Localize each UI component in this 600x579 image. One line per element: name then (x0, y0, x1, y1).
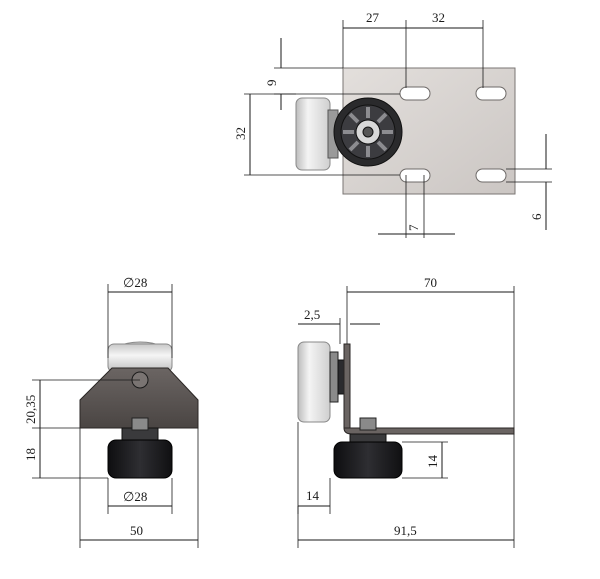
top-view: 27 32 9 32 7 6 (233, 10, 552, 238)
dim-91-5-label: 91,5 (394, 523, 417, 538)
dim-d28-bottom-label: ∅28 (123, 489, 147, 504)
plate-edge-vertical (343, 343, 351, 429)
wheel-nut (131, 417, 149, 431)
dim-14-right-label: 14 (425, 455, 440, 469)
dim-27-label: 27 (366, 10, 380, 25)
plate-slot (399, 86, 431, 101)
dim-14-bottom-label: 14 (306, 488, 320, 503)
plate-slot (475, 168, 507, 183)
roller-top (295, 97, 331, 171)
roller-side (297, 341, 331, 423)
front-view: ∅28 20,35 18 ∅28 50 (23, 275, 199, 548)
plate-slot (399, 168, 431, 183)
side-view: 70 2,5 14 14 91,5 (297, 275, 515, 548)
wheel-side (333, 441, 403, 479)
wheel-front (107, 439, 173, 479)
dim-32-top-label: 32 (432, 10, 445, 25)
dim-7-label: 7 (406, 224, 421, 231)
dim-9-label: 9 (264, 80, 279, 87)
dim-70-label: 70 (424, 275, 437, 290)
dim-6-label: 6 (529, 213, 544, 220)
washer-side (329, 351, 339, 403)
wheel-hub-bore (362, 126, 374, 138)
wheel-nut-side (359, 417, 377, 431)
plate-edge-horizontal (343, 427, 515, 435)
dim-d28-top-label: ∅28 (123, 275, 147, 290)
dim-20-35-label: 20,35 (23, 395, 38, 424)
dim-32-left-label: 32 (233, 127, 248, 140)
wheel-spokes (343, 107, 393, 157)
plate-slot (475, 86, 507, 101)
dim-2-5-label: 2,5 (304, 307, 320, 322)
dim-50-label: 50 (130, 523, 143, 538)
dim-18-label: 18 (23, 448, 38, 461)
